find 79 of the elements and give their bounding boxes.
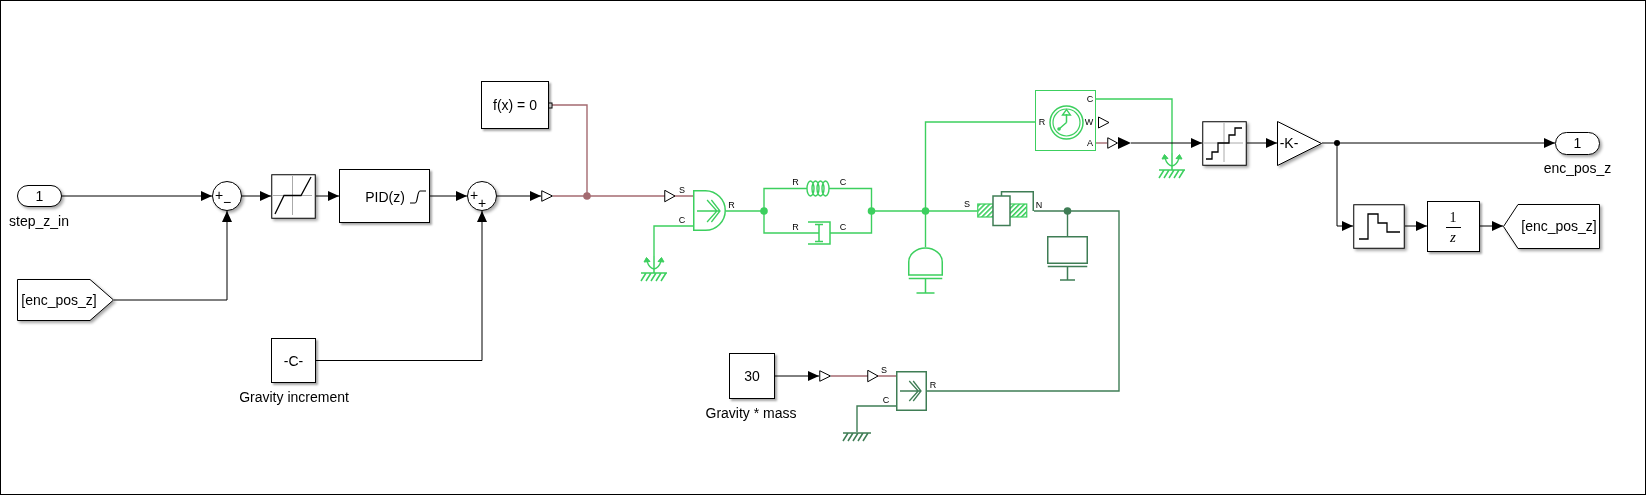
block-caption: step_z_in [9,214,69,228]
solver-config-block [481,81,549,129]
ground-symbol [1156,153,1188,179]
port-label: S [964,199,970,209]
block-label: z [1450,229,1456,244]
block-label: 1 [1449,210,1457,225]
sum-block [212,181,242,211]
signal-line [774,371,820,381]
block-label: 30 [744,369,760,383]
signal-line [1404,221,1428,231]
constant-block [729,353,775,399]
hold-block [1353,203,1405,249]
pid-block [339,169,430,223]
unit-delay-block [1427,200,1480,252]
goto-tag-block [1503,203,1600,249]
block-label: -K- [1279,136,1299,150]
connection-line [1095,98,1173,154]
port-label: N [1035,200,1043,210]
motion-sensor-block [1035,90,1096,151]
from-tag-block [17,279,114,321]
block-caption: Gravity * mass [705,406,797,420]
connection-line [856,405,897,433]
block-label: -C- [283,353,304,368]
port-label: R [792,177,799,187]
port-label: R [929,380,937,390]
block-label: 1 [35,189,44,203]
port-label: C [839,177,847,187]
converter-triangle [1107,137,1131,149]
signal-line [429,191,468,201]
converter-triangle [541,190,553,202]
connection-line [830,369,897,383]
lead-screw-symbol [977,191,1034,226]
port-label: R [728,200,735,210]
block-label: 1 [1573,136,1582,150]
port-label: R [1038,117,1046,127]
mass-symbol [1047,236,1088,281]
port-label: C [678,215,686,225]
port-label: C [882,395,890,405]
connection-line [926,210,1120,392]
converter-triangle [819,370,831,382]
inport-block [17,185,62,207]
signal-line [1130,138,1203,148]
block-label: [enc_pos_z] [1521,219,1597,233]
port-label: S [881,365,887,375]
sign-label: − [222,195,232,209]
spring-symbol [800,180,836,197]
port-label: R [792,222,799,232]
constant-block [271,338,316,383]
block-label: f(x) = 0 [493,98,537,112]
sign-label: + [477,196,487,210]
force-source-symbol [896,371,927,411]
sign-label: + [469,188,479,202]
signal-line [315,191,340,201]
port-label: S [679,185,685,194]
outport-block [1555,131,1600,155]
signal-line [241,191,272,201]
ground-symbol [638,256,670,282]
port-label: A [1087,138,1093,148]
block-caption: enc_pos_z [1543,161,1612,175]
port-label: C [839,222,847,232]
block-label: [enc_pos_z] [21,293,97,307]
connection-line [653,225,694,257]
ground-symbol [840,432,874,442]
sign-label: + [214,188,224,202]
inertia-symbol [908,247,943,294]
signal-line [1246,138,1278,148]
port-label: W [1084,117,1094,127]
connection-line [1095,142,1108,144]
signal-line [496,191,542,201]
sum-block [467,181,497,211]
signal-line [113,210,232,301]
block-label: PID(z) [365,190,405,204]
port-label: C [1086,94,1094,104]
force-source-symbol [693,190,726,231]
gain-triangle [1277,120,1322,166]
block-caption: Gravity increment [239,390,349,404]
signal-line [1479,221,1504,231]
signal-line [315,210,487,361]
damper-symbol [805,221,833,245]
